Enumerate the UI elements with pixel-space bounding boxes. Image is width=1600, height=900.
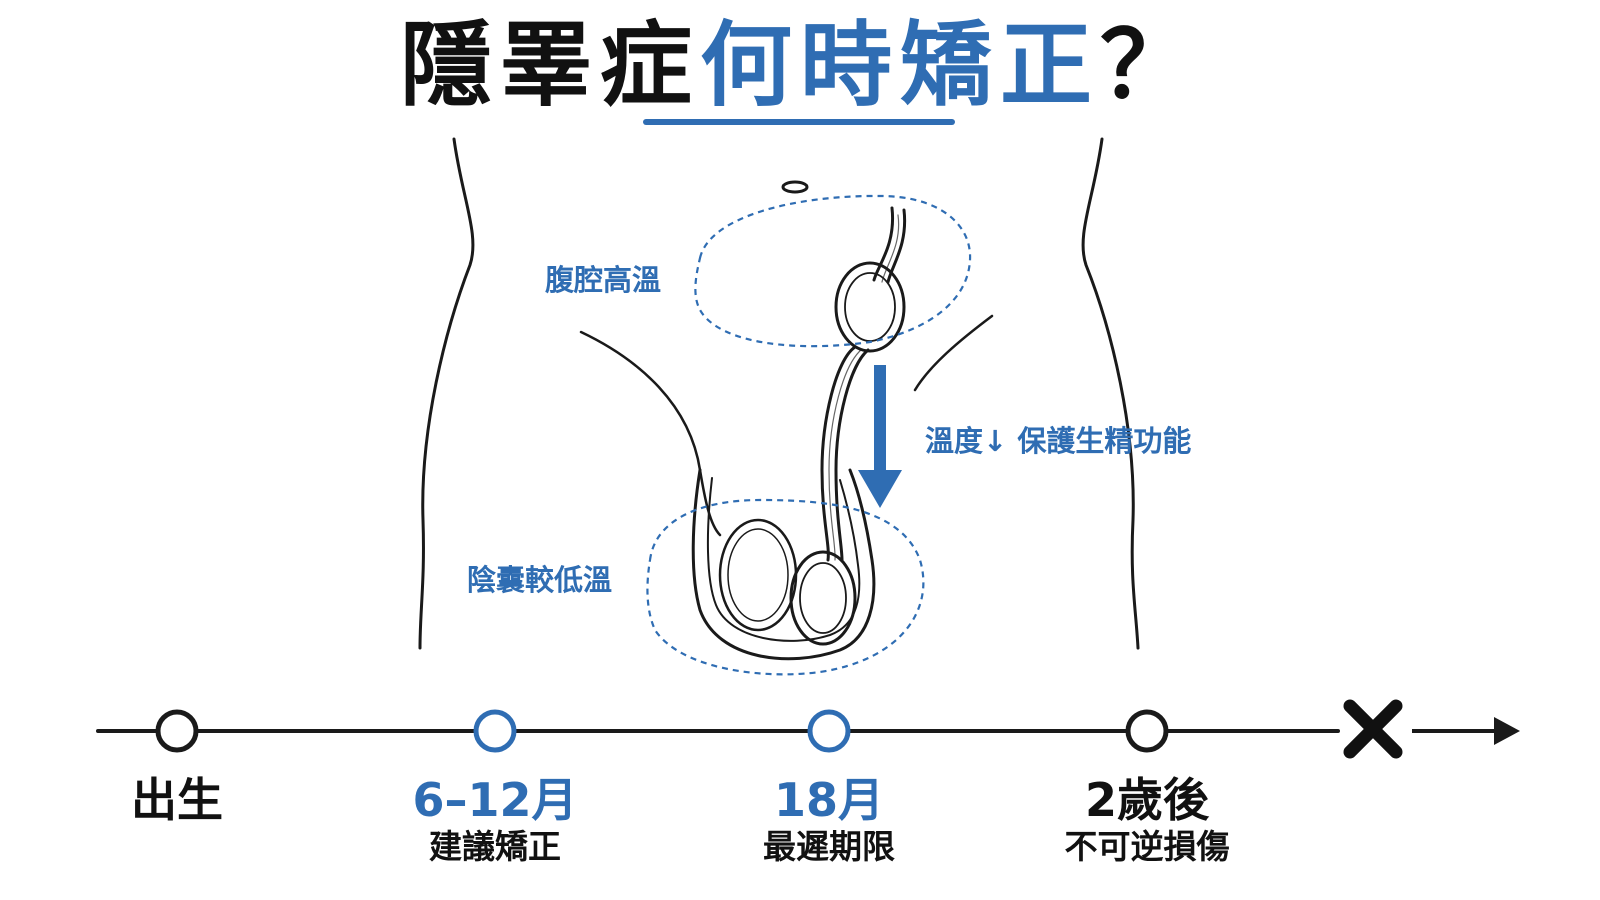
scrotum-outline — [691, 468, 876, 661]
title-underline — [643, 119, 955, 125]
timeline-item-2-years: 2歲後 不可逆損傷 — [1017, 773, 1277, 867]
x-mark-icon — [1343, 699, 1403, 759]
down-arrow-icon — [858, 365, 902, 508]
timeline-node-2-years — [1125, 709, 1169, 753]
timeline-node-6-12-months — [473, 709, 517, 753]
timeline-node-18-months — [807, 709, 851, 753]
torso-right-outline — [1081, 137, 1140, 650]
groin-left-line — [579, 330, 722, 537]
timeline-item-2-years-sub: 不可逆損傷 — [1064, 827, 1230, 866]
timeline-item-2-years-main: 2歲後 — [1084, 773, 1209, 827]
timeline-node-birth — [155, 709, 199, 753]
timeline-item-birth: 出生 — [47, 773, 307, 827]
title-part-condition: 隱睪症 — [399, 12, 700, 119]
torso-left-outline — [418, 137, 475, 650]
scrotum-zone-outline — [646, 498, 925, 676]
abdomen-temperature-label: 腹腔高溫 — [545, 263, 662, 297]
navel — [781, 180, 809, 194]
left-testicle — [718, 518, 798, 632]
timeline-item-6-12-months-sub: 建議矯正 — [429, 827, 561, 866]
page-title: 隱睪症何時矯正？ — [0, 6, 1600, 126]
temperature-effect-label: 溫度↓ 保護生精功能 — [925, 424, 1192, 458]
left-testicle-inner — [727, 528, 789, 622]
arrow-right-icon — [1494, 717, 1520, 745]
descended-testicle — [789, 550, 857, 646]
descended-testicle-inner — [799, 562, 847, 634]
scrotum-inner-outline — [706, 477, 861, 642]
cord-inner-core — [828, 214, 900, 561]
timeline-item-18-months-main: 18月 — [773, 773, 884, 827]
timeline-item-18-months-sub: 最遲期限 — [763, 827, 895, 866]
spermatic-cord-inner — [834, 208, 907, 562]
abdomen-zone-outline — [694, 194, 972, 348]
undescended-testicle-inner — [844, 272, 896, 342]
scrotum-temperature-label: 陰囊較低溫 — [467, 563, 613, 597]
timeline-item-6-12-months: 6–12月 建議矯正 — [365, 773, 625, 867]
timeline-item-18-months: 18月 最遲期限 — [699, 773, 959, 867]
spermatic-cord-outer — [820, 206, 895, 562]
title-part-question: 何時矯正 — [699, 12, 1100, 119]
undescended-testicle — [834, 261, 906, 353]
groin-right-line — [913, 314, 994, 392]
timeline-item-6-12-months-main: 6–12月 — [412, 773, 578, 827]
title-question-mark: ？ — [1100, 12, 1201, 119]
timeline-item-birth-main: 出生 — [131, 773, 223, 827]
